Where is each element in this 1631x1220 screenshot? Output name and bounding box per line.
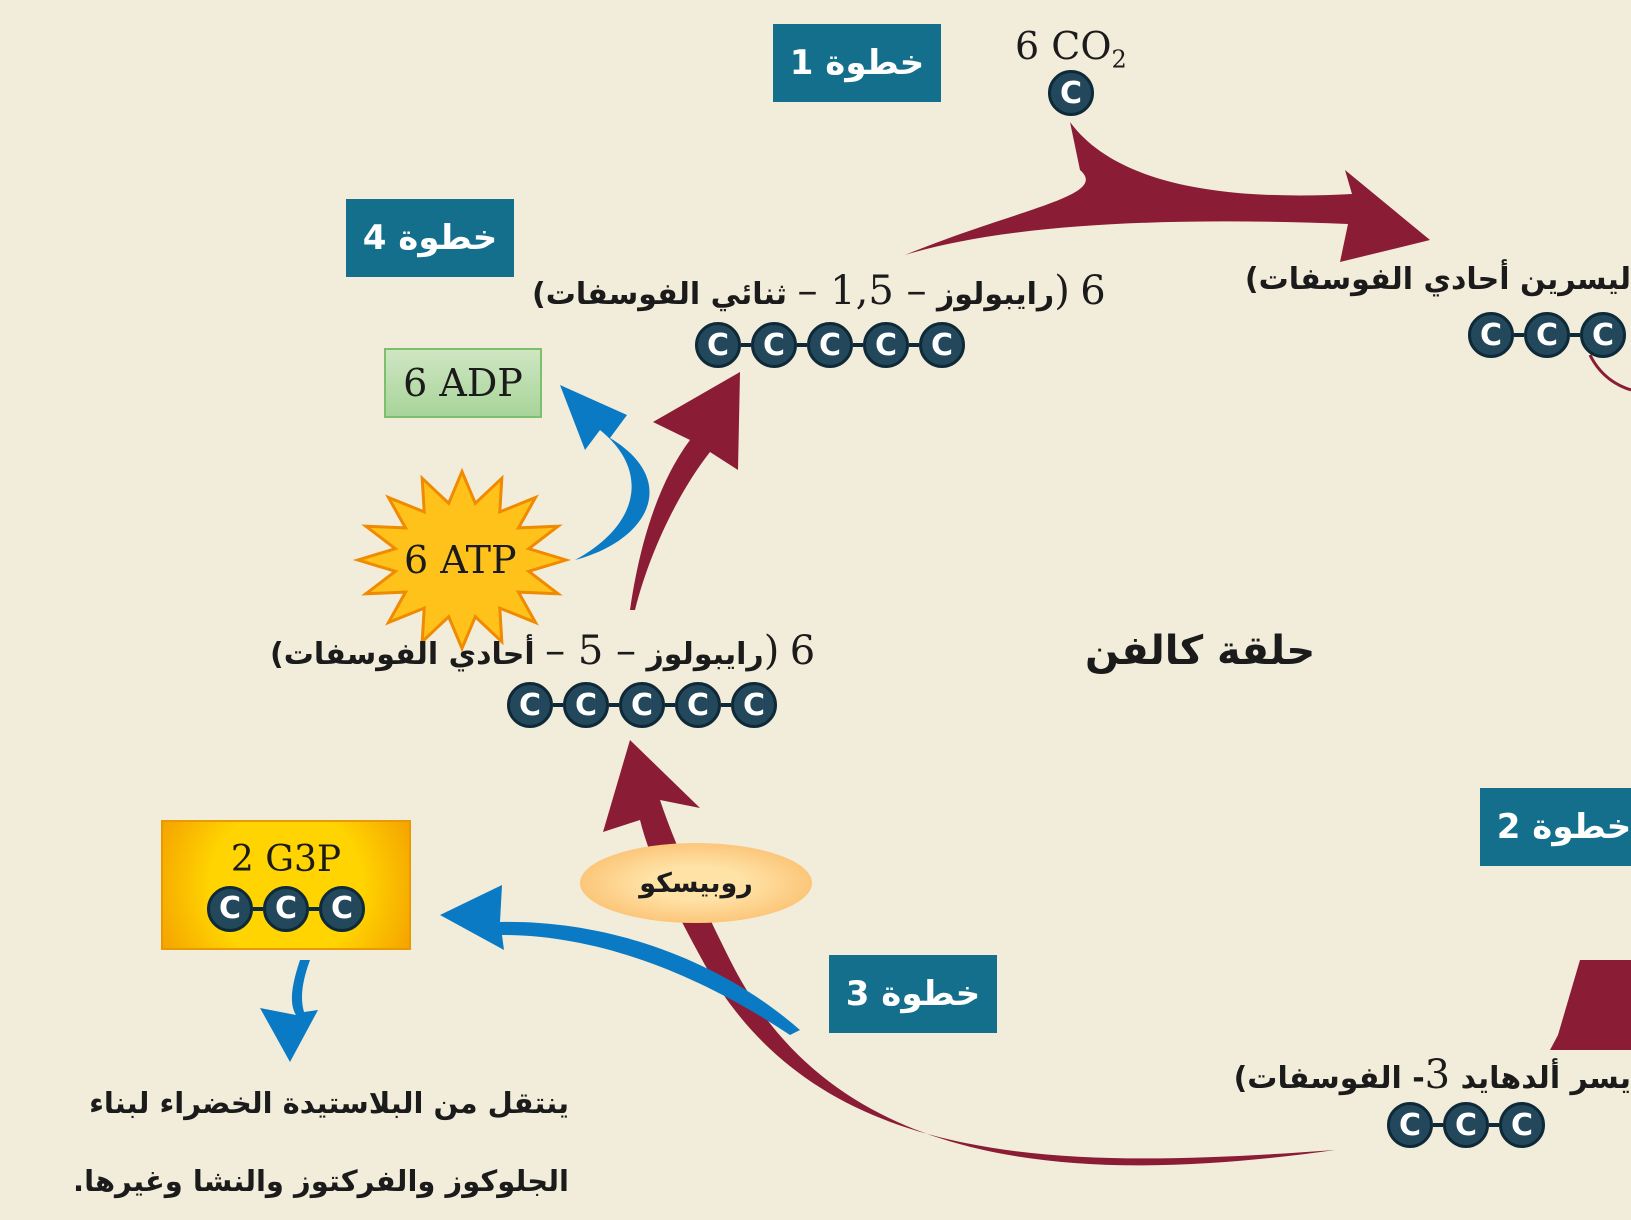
adp-box: 6 ADP (384, 348, 542, 418)
carbon-atom: C (1468, 312, 1514, 358)
carbon-bond (665, 703, 675, 707)
ru5p-label: 6 (رايبولوز – 5 – أحادي الفوسفات) (270, 628, 815, 674)
carbon-bond (797, 343, 807, 347)
co2-carbon: C (1048, 70, 1094, 116)
carbon-bond (909, 343, 919, 347)
export-note-line2: الجلوكوز والفركتوز والنشا وغيرها. (73, 1164, 569, 1198)
cycle-arrow-step1 (905, 122, 1430, 262)
carbon-atom: C (675, 682, 721, 728)
carbon-atom: C (619, 682, 665, 728)
rubp-numbers: – 1,5 – (797, 268, 927, 314)
rubisco-enzyme: روبيسكو (580, 843, 812, 923)
carbon-atom: C (807, 322, 853, 368)
carbon-bond (853, 343, 863, 347)
cycle-arrow-step3 (603, 740, 1335, 1166)
carbon-atom: C (695, 322, 741, 368)
carbon-atom: C (507, 682, 553, 728)
ru5p-name-b: أحادي الفوسفات) (270, 637, 535, 672)
carbon-atom: C (863, 322, 909, 368)
carbon-bond (609, 703, 619, 707)
export-note: ينتقل من البلاستيدة الخضراء لبناء الجلوك… (9, 1064, 569, 1220)
co2-label: 6 CO2 (1015, 24, 1127, 74)
g3p-label: يسر ألدهايد 3- الفوسفات) (1234, 1052, 1631, 1098)
g3p-name-b: - الفوسفات) (1233, 1061, 1425, 1096)
carbon-atom: C (1580, 312, 1626, 358)
ru5p-count: 6 (789, 628, 816, 674)
carbon-atom: C (751, 322, 797, 368)
carbon-bond (1433, 1123, 1443, 1127)
carbon-atom: C (1524, 312, 1570, 358)
rubp-name-a: رايبولوز (936, 277, 1055, 312)
carbon-atom: C (319, 885, 365, 932)
step-2-label: خطوة 2 (1480, 788, 1631, 866)
atp-label: 6 ATP (404, 538, 517, 582)
carbon-bond (1514, 333, 1524, 337)
export-note-line1: ينتقل من البلاستيدة الخضراء لبناء (89, 1086, 569, 1120)
carbon-bond (309, 906, 319, 911)
carbon-atom: C (263, 885, 309, 932)
carbon-atom: C (1387, 1102, 1433, 1148)
pga-label: ليسرين أحادي الفوسفات) (1244, 262, 1631, 297)
cycle-arrow-step2 (1550, 960, 1631, 1050)
rubp-paren: ( (1054, 268, 1070, 314)
carbon-atom: C (919, 322, 965, 368)
energy-arrow-atp-to-adp (560, 385, 650, 560)
co2-count: 6 CO (1015, 24, 1112, 68)
step-1-label: خطوة 1 (773, 24, 941, 102)
export-arrow (260, 960, 318, 1062)
cycle-arrow-thin (1588, 354, 1631, 392)
carbon-bond (1570, 333, 1580, 337)
step-4-label: خطوة 4 (346, 199, 514, 277)
carbon-atom: C (207, 885, 253, 932)
atp-starburst (352, 467, 572, 653)
g3p-name-a: يسر ألدهايد (1460, 1061, 1631, 1096)
ru5p-name-a: رايبولوز (646, 637, 764, 672)
carbon-bond (741, 343, 751, 347)
carbon-bond (553, 703, 563, 707)
carbon-atom: C (563, 682, 609, 728)
cycle-arrow-step4 (630, 372, 740, 610)
rubp-name-b: ثنائي الفوسفات) (532, 277, 787, 312)
carbon-bond (1489, 1123, 1499, 1127)
carbon-atom: C (731, 682, 777, 728)
ru5p-numbers: – 5 – (545, 628, 637, 674)
step-3-label: خطوة 3 (829, 955, 997, 1033)
carbon-bond (721, 703, 731, 707)
carbon-bond (253, 906, 263, 911)
carbon-atom: C (1443, 1102, 1489, 1148)
g3p-number: 3 (1424, 1052, 1451, 1098)
rubp-label: 6 (رايبولوز – 1,5 – ثنائي الفوسفات) (532, 268, 1106, 314)
cycle-title: حلقة كالفن (1085, 628, 1316, 674)
g3p-output-label: 2 G3P (230, 838, 342, 880)
co2-subscript: 2 (1111, 45, 1127, 74)
rubp-count: 6 (1080, 268, 1106, 314)
output-arrow-g3p (440, 885, 800, 1035)
ru5p-paren: ( (763, 628, 780, 674)
carbon-atom: C (1048, 70, 1094, 116)
carbon-atom: C (1499, 1102, 1545, 1148)
